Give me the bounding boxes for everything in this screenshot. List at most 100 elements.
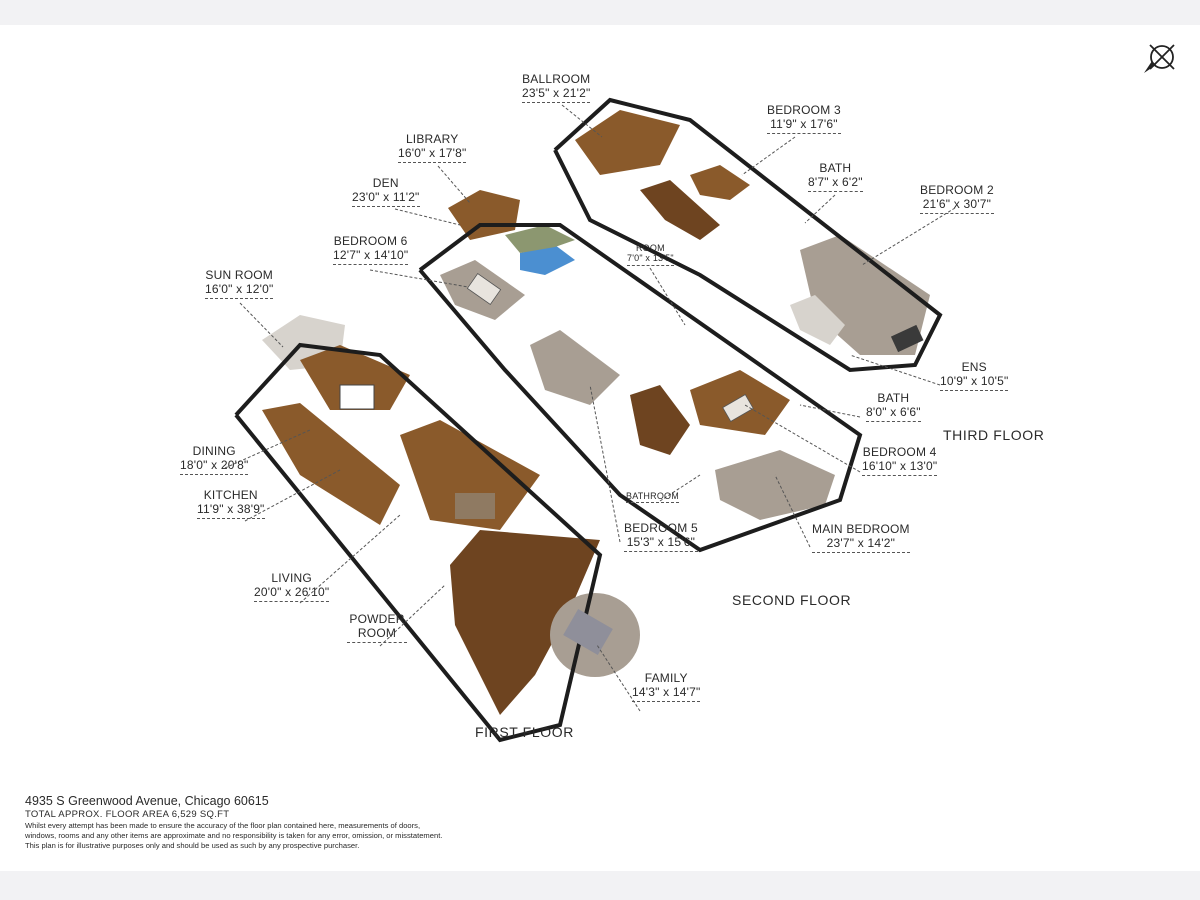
room-dimensions: 23'7" x 14'2" <box>812 536 910 553</box>
plan-footer: 4935 S Greenwood Avenue, Chicago 60615 T… <box>25 794 725 851</box>
room-dimensions: 20'0" x 26'10" <box>254 585 330 602</box>
room-label-library: LIBRARY 16'0" x 17'8" <box>398 132 467 163</box>
room-name: BALLROOM <box>522 72 591 86</box>
hall-floor <box>450 530 600 715</box>
room-name: BATHROOM <box>626 491 679 504</box>
room-name: MAIN BEDROOM <box>812 522 910 536</box>
room-dimensions: 21'6" x 30'7" <box>920 197 994 214</box>
room-name: BATH <box>877 391 910 405</box>
room-dimensions: 11'9" x 17'6" <box>767 117 841 134</box>
room-label-ballroom: BALLROOM 23'5" x 21'2" <box>522 72 591 103</box>
room-label-dining: DINING 18'0" x 20'8" <box>180 444 249 475</box>
leader-line <box>774 474 811 548</box>
room-dimensions: 16'0" x 17'8" <box>398 146 467 163</box>
bed <box>466 273 502 305</box>
disclaimer-line: windows, rooms and any other items are a… <box>25 830 443 840</box>
leader-line <box>239 302 284 348</box>
room-name: BEDROOM 4 <box>862 445 937 459</box>
second-floor-plan <box>418 190 863 553</box>
library-floor <box>448 190 520 240</box>
room-dimensions: 18'0" x 20'8" <box>180 458 249 475</box>
room-dimensions: 12'7" x 14'10" <box>333 248 409 265</box>
first-floor-plan <box>234 315 640 743</box>
kitchen-floor <box>262 403 400 525</box>
ballroom-floor <box>575 110 680 175</box>
room-name: LIBRARY <box>405 132 459 146</box>
room-name: POWDER ROOM <box>347 612 407 643</box>
bed <box>890 324 924 353</box>
leader-line <box>659 474 701 502</box>
first-floor-walls <box>234 342 603 743</box>
leader-line <box>649 267 686 326</box>
room-name: BEDROOM 2 <box>920 183 994 197</box>
room-label-bedroom5: BEDROOM 5 15'3" x 15'6" <box>624 521 698 552</box>
main-bedroom-floor <box>715 450 835 520</box>
room-label-mainbedroom: MAIN BEDROOM 23'7" x 14'2" <box>812 522 910 553</box>
room-name: SUN ROOM <box>205 268 274 282</box>
room-dimensions: 8'7" x 6'2" <box>808 175 863 192</box>
bed <box>722 394 754 422</box>
living-rug <box>455 493 495 519</box>
room-dimensions: 16'0" x 12'0" <box>205 282 274 299</box>
room-dimensions: 11'9" x 38'9" <box>197 502 265 519</box>
leader-line <box>596 644 641 712</box>
room-dimensions: 7'0" x 13'5" <box>627 253 674 266</box>
leader-line <box>861 207 956 266</box>
leader-line <box>244 469 341 522</box>
room-dimensions: 8'0" x 6'6" <box>866 405 921 422</box>
room-name: LIVING <box>271 571 312 585</box>
living-floor <box>400 420 540 530</box>
room-dimensions: 23'5" x 21'2" <box>522 86 591 103</box>
label-leader-lines <box>224 104 956 712</box>
leader-line <box>437 165 471 204</box>
room-label-bath-third: BATH 8'7" x 6'2" <box>808 161 863 192</box>
third-floor-hall <box>640 180 720 240</box>
room-dimensions: 10'9" x 10'5" <box>940 374 1009 391</box>
room-label-bedroom3: BEDROOM 3 11'9" x 17'6" <box>767 103 841 134</box>
room-label-room: ROOM 7'0" x 13'5" <box>627 243 674 266</box>
total-floor-area: TOTAL APPROX. FLOOR AREA 6,529 SQ.FT <box>25 809 230 820</box>
room-name: FAMILY <box>644 671 688 685</box>
room-label-ens: ENS 10'9" x 10'5" <box>940 360 1009 391</box>
room-label-bedroom4: BEDROOM 4 16'10" x 13'0" <box>862 445 938 476</box>
leader-line <box>744 404 861 473</box>
room-label-bath-second: BATH 8'0" x 6'6" <box>866 391 921 422</box>
third-floor-walls <box>553 97 943 373</box>
room-name: ENS <box>961 360 987 374</box>
second-floor-walls <box>418 223 863 553</box>
den-grass-area <box>505 225 575 253</box>
leader-line <box>804 194 836 224</box>
second-floor-hall <box>630 385 690 455</box>
room-name: BEDROOM 3 <box>767 103 841 117</box>
room-label-living: LIVING 20'0" x 26'10" <box>254 571 330 602</box>
room-dimensions: 15'3" x 15'6" <box>624 535 698 552</box>
leader-line <box>369 269 469 288</box>
property-address: 4935 S Greenwood Avenue, Chicago 60615 <box>25 794 269 808</box>
disclaimer-line: Whilst every attempt has been made to en… <box>25 821 421 830</box>
room-name: DEN <box>372 176 399 190</box>
leader-line <box>299 514 401 604</box>
bedroom5-floor <box>530 330 620 405</box>
room-label-bedroom6: BEDROOM 6 12'7" x 14'10" <box>333 234 409 265</box>
compass-north-arrow-icon <box>1144 44 1175 73</box>
room-label-bathroom: BATHROOM <box>626 491 679 504</box>
leader-line <box>224 429 311 469</box>
floor-label-third: THIRD FLOOR <box>943 427 1045 443</box>
bedroom3-floor <box>690 165 750 200</box>
room-name: BEDROOM 6 <box>333 234 408 248</box>
room-dimensions: 16'10" x 13'0" <box>862 459 938 476</box>
disclaimer-line: This plan is for illustrative purposes o… <box>25 840 360 850</box>
floor-plan-sheet: BALLROOM 23'5" x 21'2" BEDROOM 3 11'9" x… <box>0 25 1200 871</box>
room-dimensions: 23'0" x 11'2" <box>352 190 420 207</box>
room-name: ROOM <box>635 243 665 253</box>
room-label-sunroom: SUN ROOM 16'0" x 12'0" <box>205 268 274 299</box>
room-label-den: DEN 23'0" x 11'2" <box>352 176 420 207</box>
room-name: KITCHEN <box>203 488 258 502</box>
room-label-kitchen: KITCHEN 11'9" x 38'9" <box>197 488 265 519</box>
dining-table <box>339 384 375 410</box>
den-pool-area <box>520 245 575 275</box>
leader-line <box>561 104 603 138</box>
floor-label-first: FIRST FLOOR <box>475 724 574 740</box>
floor-label-second: SECOND FLOOR <box>732 592 852 608</box>
room-dimensions: 14'3" x 14'7" <box>632 685 701 702</box>
